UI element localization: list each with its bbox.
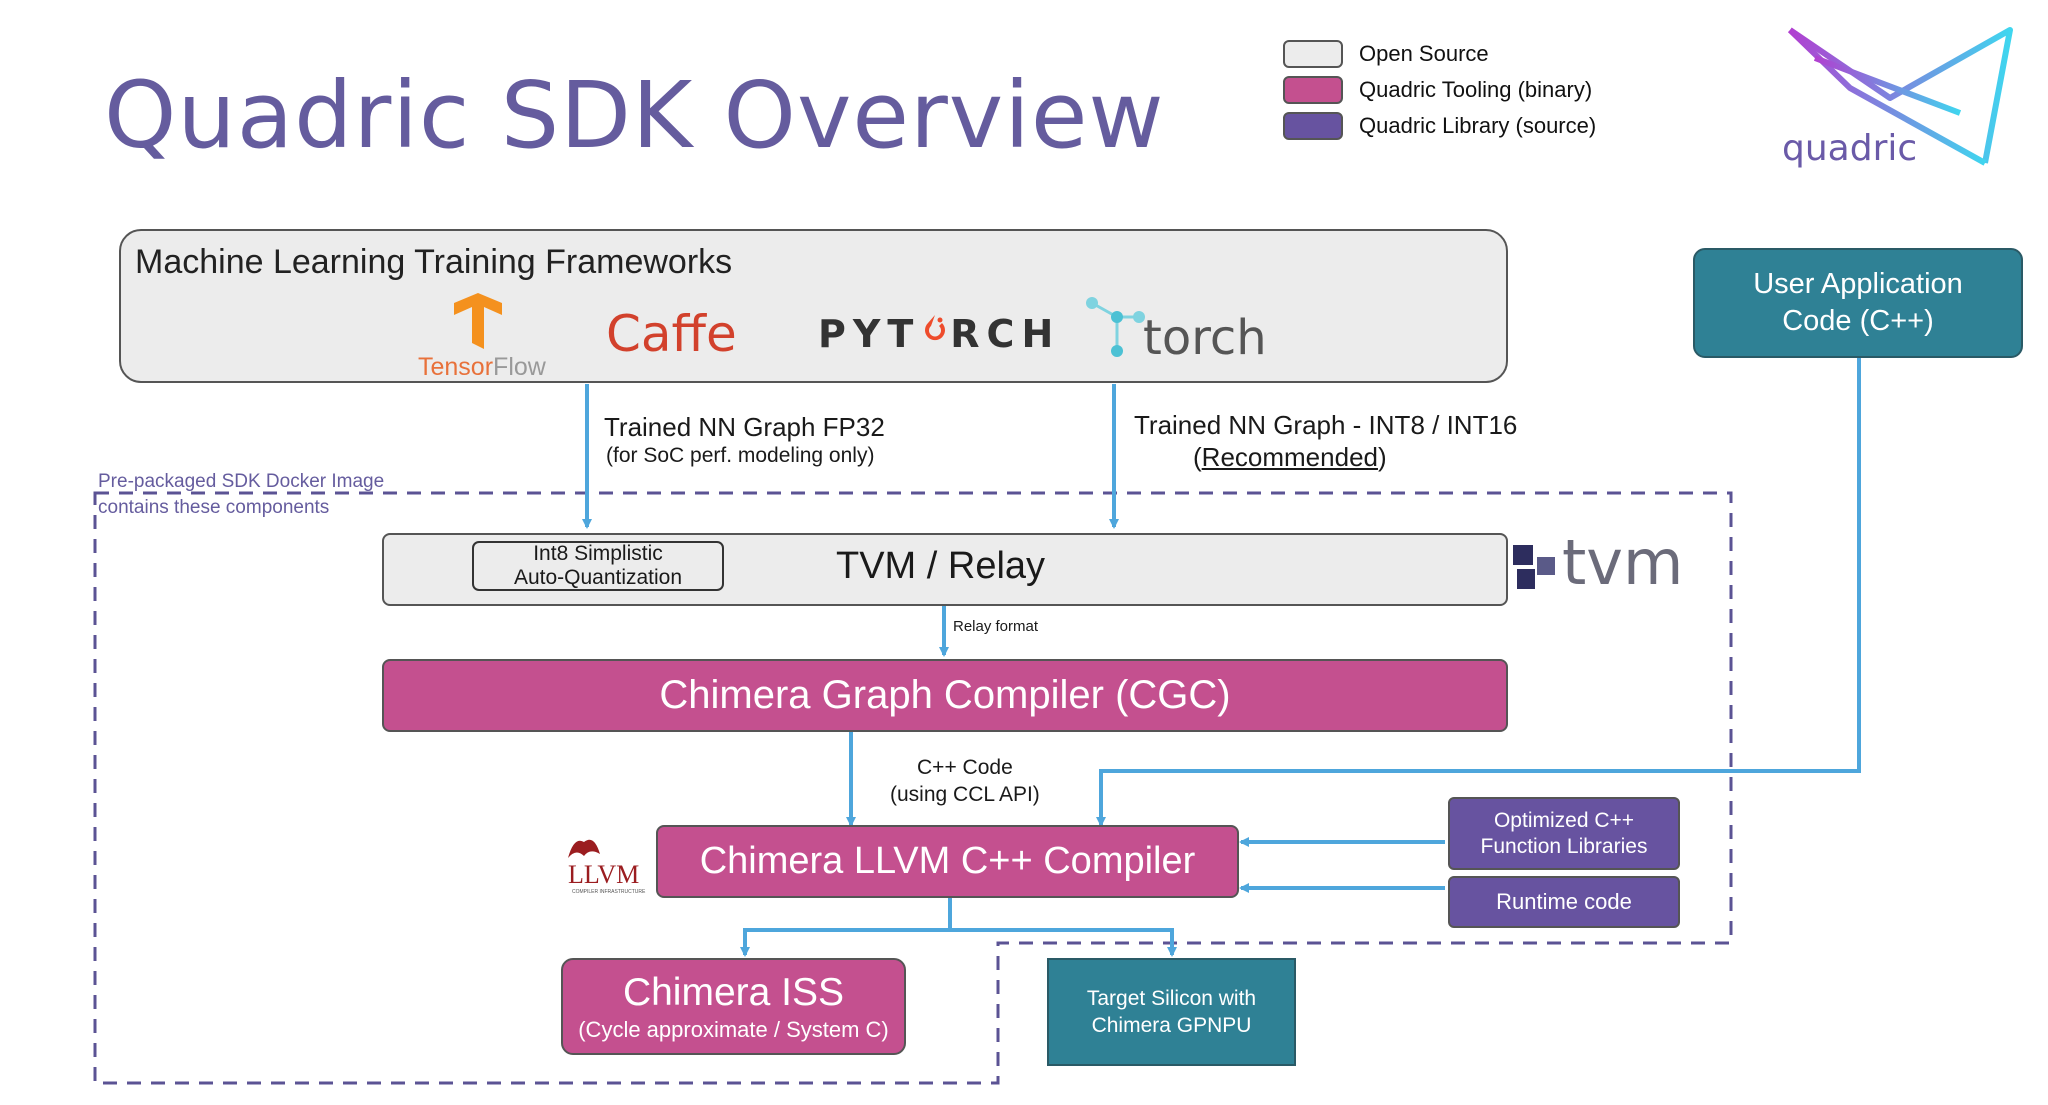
tvm-logo-icon [1513, 545, 1555, 589]
docker-label: Pre-packaged SDK Docker Image contains t… [98, 469, 384, 521]
optimized-libraries-box: Optimized C++ Function Libraries [1448, 797, 1680, 870]
quant-line1: Int8 Simplistic [533, 542, 663, 565]
arrow-user-app [1096, 357, 1861, 827]
docker-region-border [93, 491, 1733, 1085]
edge-label-fp32-note: (for SoC perf. modeling only) [606, 444, 875, 467]
tensorflow-flow: Flow [493, 353, 546, 381]
tvm-relay-title: TVM / Relay [836, 545, 1046, 587]
ml-frameworks-title: Machine Learning Training Frameworks [135, 243, 733, 281]
llvm-logo-sub: COMPILER INFRASTRUCTURE [572, 889, 646, 895]
tensorflow-icon [454, 293, 502, 349]
iss-subtitle: (Cycle approximate / System C) [578, 1016, 889, 1042]
user-application-box: User Application Code (C++) [1693, 248, 2023, 358]
silicon-line2: Chimera GPNPU [1091, 1014, 1252, 1037]
quadric-logo-icon [1787, 27, 2013, 166]
pytorch-flame-icon [925, 315, 946, 341]
arrow-to-silicon [950, 928, 1177, 957]
quadric-wordmark: quadric [1782, 128, 1918, 169]
legend-swatch-open [1283, 40, 1343, 68]
docker-label-line2: contains these components [98, 497, 330, 518]
silicon-line1: Target Silicon with [1086, 987, 1257, 1010]
arrow-to-iss [740, 897, 952, 957]
caffe-logo: Caffe [606, 305, 737, 363]
edge-label-recommended: (Recommended) [1193, 442, 1387, 473]
target-silicon-box: Target Silicon with Chimera GPNPU [1047, 958, 1296, 1066]
ml-frameworks-box [119, 229, 1508, 383]
cpp-line1: C++ Code [917, 756, 1013, 779]
legend-swatch-library [1283, 112, 1343, 140]
iss-title: Chimera ISS [622, 970, 845, 1014]
cpp-line2: (using CCL API) [890, 783, 1040, 806]
docker-label-line1: Pre-packaged SDK Docker Image [98, 471, 385, 492]
recommended-text: Recommended [1201, 442, 1378, 472]
optimized-line1: Optimized C++ [1493, 808, 1635, 832]
paren-open: ( [1193, 442, 1202, 472]
chimera-iss-box: Chimera ISS (Cycle approximate / System … [561, 958, 906, 1055]
llvm-logo-text: LLVM [568, 860, 640, 889]
edge-label-cpp: C++ Code (using CCL API) [890, 754, 1040, 808]
tvm-logo-text: tvm [1562, 526, 1684, 599]
quant-line2: Auto-Quantization [513, 566, 683, 589]
pytorch-left: PYT [818, 312, 921, 356]
tensorflow-label: TensorFlow [418, 353, 546, 382]
paren-close: ) [1377, 442, 1387, 472]
optimized-line2: Function Libraries [1480, 834, 1648, 858]
pytorch-logo: PYT RCH [818, 312, 1060, 356]
legend-label: Quadric Library (source) [1359, 113, 1597, 138]
edge-label-relay: Relay format [953, 618, 1039, 635]
runtime-code-box: Runtime code [1448, 876, 1680, 928]
pytorch-right: RCH [950, 312, 1061, 356]
llvm-compiler-box: Chimera LLVM C++ Compiler [656, 825, 1239, 898]
tensorflow-tensor: Tensor [418, 353, 494, 381]
torch-logo-text: torch [1143, 310, 1267, 366]
legend-swatch-tooling [1283, 76, 1343, 104]
legend-tooling: Quadric Tooling (binary) [1283, 72, 1592, 108]
edge-label-fp32: Trained NN Graph FP32 [604, 412, 885, 442]
legend-label: Open Source [1359, 41, 1489, 66]
llvm-dragon-icon [568, 839, 600, 858]
legend-label: Quadric Tooling (binary) [1359, 77, 1593, 102]
page-title: Quadric SDK Overview [104, 62, 1165, 169]
auto-quantization-box: Int8 Simplistic Auto-Quantization [472, 541, 724, 591]
torch-icon [1086, 297, 1145, 357]
edge-label-int: Trained NN Graph - INT8 / INT16 [1134, 410, 1518, 440]
legend-library: Quadric Library (source) [1283, 108, 1596, 144]
legend-open-source: Open Source [1283, 36, 1489, 72]
cgc-box: Chimera Graph Compiler (CGC) [382, 659, 1508, 732]
